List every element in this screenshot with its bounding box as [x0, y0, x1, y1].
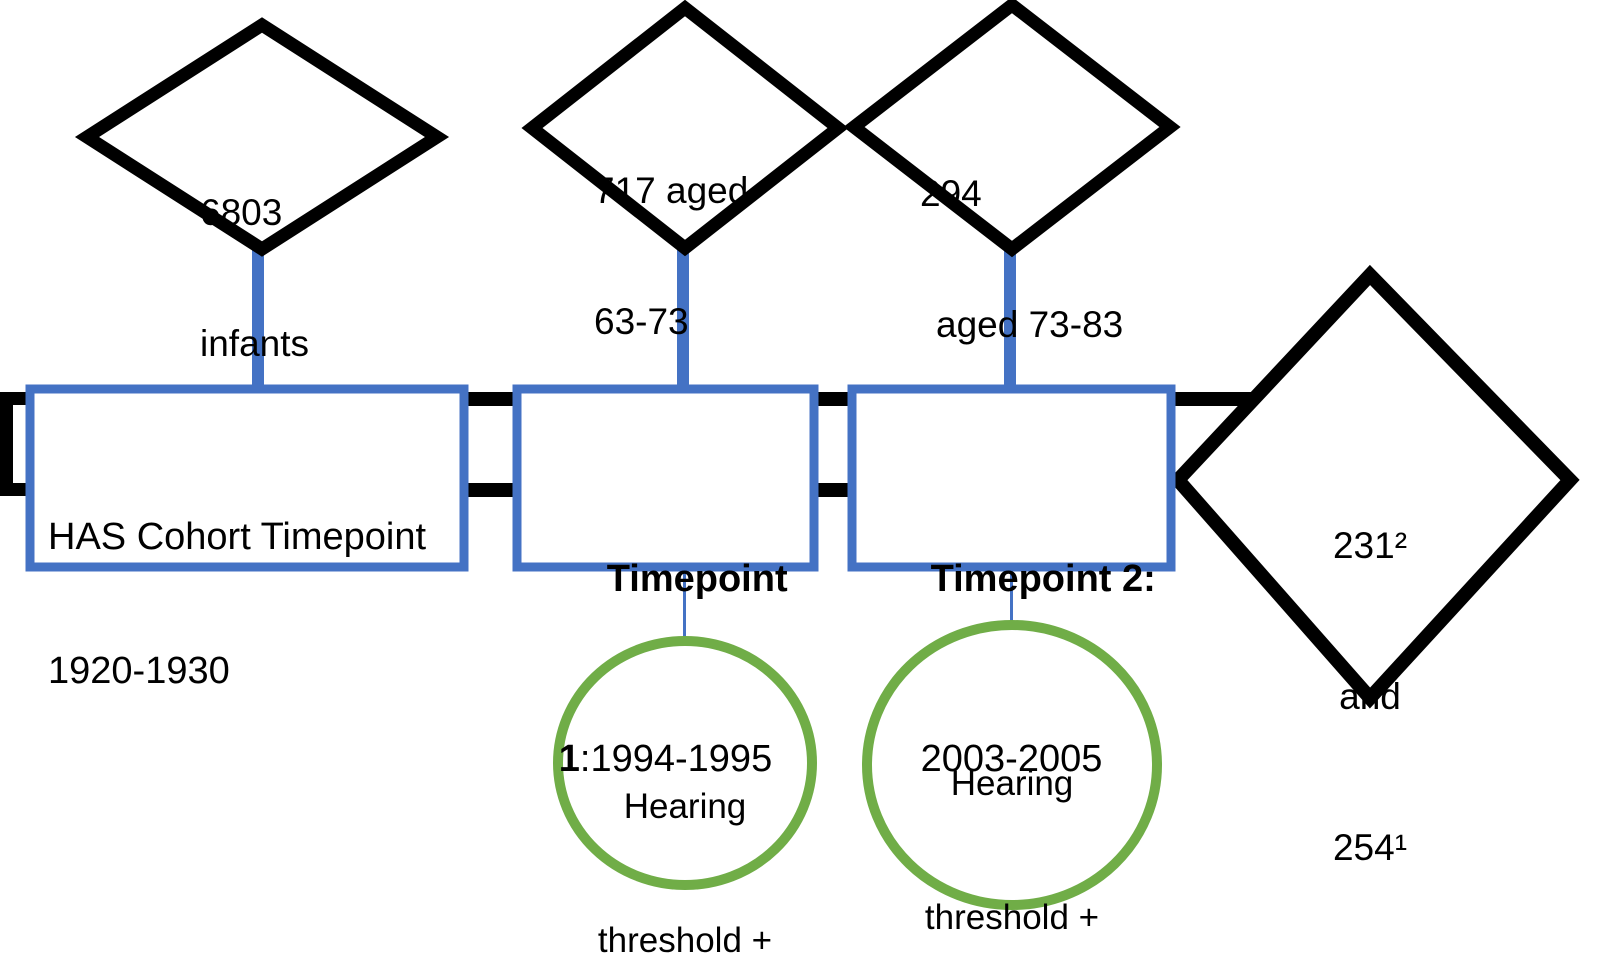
diamond-infants-line1: 6803: [200, 192, 283, 234]
diamond-cases-line1: 231²: [1332, 524, 1408, 566]
circle-measures-timepoint-2-label: Hearing threshold + social isolation² + …: [897, 672, 1127, 954]
box-timepoint-1: [512, 384, 819, 572]
diamond-cases: [1168, 264, 1580, 709]
box-timepoint-2-label: Timepoint 2: 2003-2005: [856, 423, 1167, 871]
diamond-cases-label: 231² and 254¹ cases: [1280, 420, 1460, 954]
connector-sample1-to-timepoint1: [677, 248, 689, 391]
box-timepoint-1-line2: 1:1994-1995: [521, 737, 810, 782]
box-timepoint-2-line2: 2003-2005: [920, 737, 1103, 780]
measures1-line2: threshold +: [597, 920, 773, 954]
connector-sample2-to-timepoint2: [1004, 243, 1016, 391]
diamond-infants-line2: infants: [200, 323, 310, 365]
diamond-sample1-line1: 717 aged: [594, 170, 749, 212]
box-has-cohort-label: HAS Cohort Timepoint 1920-1930: [48, 425, 458, 784]
measures2-line2: threshold +: [924, 897, 1100, 937]
box-has-cohort-line1: HAS Cohort Timepoint: [48, 515, 427, 558]
diamond-sample1-line2: 63-73: [594, 301, 689, 343]
circle-measures-timepoint-1: [553, 636, 817, 890]
box-timepoint-1-number: 1: [558, 737, 580, 780]
bridge-has-to-tp1-top: [455, 392, 525, 406]
box-timepoint-2: [847, 384, 1176, 572]
diamond-sample2-line2: aged 73-83: [936, 304, 1124, 346]
bridge-has-to-tp1-bottom: [455, 483, 525, 497]
measures1-line1: Hearing: [623, 786, 747, 826]
diamond-infants: [74, 17, 450, 257]
box-timepoint-1-line1: Timepoint: [521, 513, 810, 647]
left-bracket-vertical: [0, 392, 13, 496]
box-has-cohort: [25, 384, 469, 572]
connector-infants-to-has-cohort: [252, 243, 264, 391]
diamond-sample2-line1: 294: [920, 173, 982, 215]
bridge-tp1-to-tp2-bottom: [808, 483, 860, 497]
diamond-sample-timepoint-2: [843, 0, 1181, 258]
box-timepoint-2-line1: Timepoint 2:: [856, 513, 1167, 647]
circle-measures-timepoint-2: [862, 620, 1162, 910]
circle-measures-timepoint-1-label: Hearing threshold + confounders: [570, 695, 800, 954]
diamond-sample-timepoint-1: [521, 0, 849, 257]
diamond-sample-timepoint-1-label: 717 aged 63-73: [594, 82, 804, 431]
diamond-sample-timepoint-2-label: 294 aged 73-83: [920, 85, 1160, 434]
diamond-cases-line2: and: [1339, 675, 1401, 717]
diamond-infants-label: 6803 infants: [200, 104, 380, 453]
box-timepoint-1-years: :1994-1995: [579, 737, 773, 780]
diamond-cases-line3: 254¹: [1332, 826, 1408, 868]
measures2-line1: Hearing: [950, 763, 1074, 803]
box-timepoint-1-bold: Timepoint: [606, 558, 788, 601]
box-timepoint-2-bold: Timepoint 2:: [930, 558, 1156, 601]
box-timepoint-1-label: Timepoint 1:1994-1995: [521, 423, 810, 871]
box-has-cohort-line2: 1920-1930: [48, 650, 230, 693]
bridge-tp1-to-tp2-top: [808, 392, 860, 406]
connector-tp2-to-measures2: [1010, 566, 1013, 638]
connector-tp1-to-measures1: [683, 566, 686, 648]
